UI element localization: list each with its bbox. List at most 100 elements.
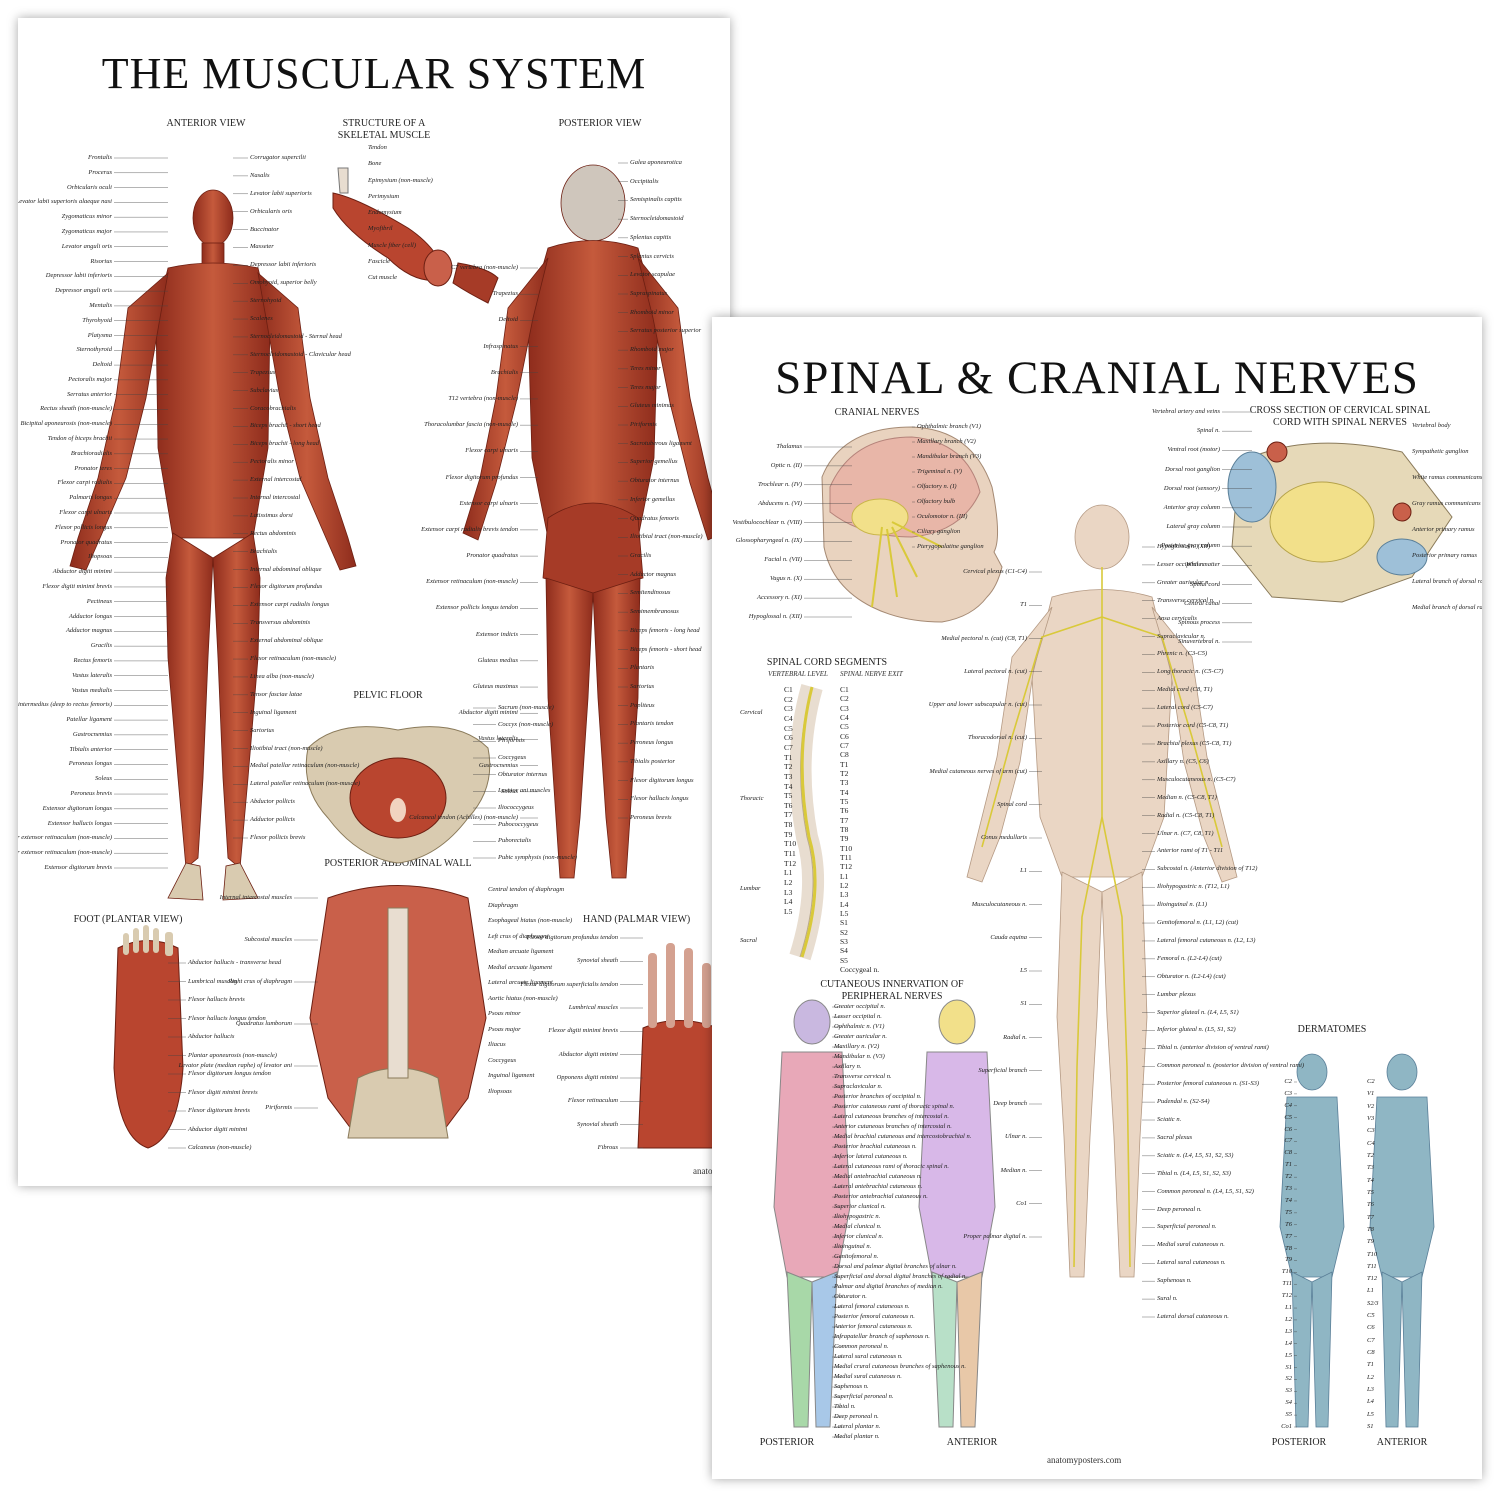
anatomy-label: L1: [1367, 1287, 1374, 1295]
segment-label: S4: [840, 946, 848, 956]
anatomy-label: Abductor digiti minimi: [52, 568, 112, 576]
anatomy-label: Piriformis: [498, 737, 525, 745]
anatomy-label: Inguinal ligament: [250, 708, 297, 716]
anatomy-label: Superior gemellus: [630, 458, 678, 466]
anatomy-label: Cauda equina: [990, 933, 1027, 941]
anatomy-label: V2: [1367, 1102, 1375, 1110]
anatomy-label: Flexor carpi ulnaris: [465, 447, 518, 455]
anatomy-label: Extensor hallucis longus: [47, 819, 112, 827]
muscular-poster-title: THE MUSCULAR SYSTEM: [101, 49, 647, 98]
anatomy-label: Olfactory n. (I): [917, 483, 957, 490]
segment-label: T12: [784, 858, 797, 868]
anatomy-label: T7: [1367, 1213, 1374, 1221]
anatomy-label: Lateral cutaneous branches of intercosta…: [834, 1113, 949, 1120]
anatomy-label: Saphenous n.: [834, 1383, 869, 1390]
segment-label: T5: [840, 797, 849, 806]
anatomy-label: Iliohypogastric n.: [834, 1213, 881, 1220]
anatomy-label: Palmar and digital branches of median n.: [834, 1283, 943, 1290]
anatomy-label: Thyrohyoid: [82, 316, 112, 324]
anatomy-label: C2: [1367, 1078, 1375, 1085]
anatomy-label: Lateral pectoral n. (cut): [964, 667, 1027, 675]
cranial-nerves-heading: CRANIAL NERVES: [834, 407, 920, 418]
segment-label: T11: [840, 853, 852, 862]
anatomy-label: Lateral patellar retinaculum (non-muscle…: [250, 780, 361, 788]
anatomy-label: Gastrocnemius: [72, 730, 112, 738]
anatomy-label: Ciliary ganglion: [917, 528, 961, 535]
anatomy-label: T6: [1285, 1220, 1292, 1228]
anatomy-label: Sternocleidomastoid - Clavicular head: [250, 350, 351, 358]
anatomy-label: C8: [1284, 1149, 1292, 1157]
anatomy-label: Musculocutaneous n. (C5-C7): [1157, 775, 1236, 783]
anatomy-label: Sartorius: [250, 726, 275, 734]
anatomy-label: Thoracolumbar fascia (non-muscle): [424, 421, 518, 429]
anatomy-label: Central tendon of diaphragm: [488, 886, 565, 893]
anatomy-label: Ophthalmic branch (V1): [917, 423, 981, 430]
anatomy-label: S1: [1020, 1000, 1028, 1008]
anatomy-label: Puborectalis: [498, 837, 531, 845]
anatomy-label: Inferior gluteal n. (L5, S1, S2): [1157, 1026, 1236, 1034]
anatomy-label: Sinuvertebral n.: [1178, 638, 1220, 645]
anatomy-label: Medial cutaneous nerves of arm (cut): [929, 767, 1027, 775]
dermatome-posterior-caption: POSTERIOR: [1271, 1437, 1327, 1448]
segment-group-label: Sacral: [740, 937, 757, 944]
anatomy-label: Biceps brachii - long head: [250, 440, 319, 448]
anatomy-label: Splenius capitis: [630, 233, 671, 241]
anatomy-label: Sartorius: [630, 683, 655, 690]
anatomy-label: Extensor digitorum longus: [42, 804, 112, 812]
anatomy-label: Medial brachial cutaneous and intercosto…: [834, 1133, 972, 1140]
anatomy-label: Calcaneal tendon (Achilles) (non-muscle): [409, 814, 518, 821]
anatomy-label: Posterior brachial cutaneous n.: [834, 1143, 917, 1150]
anatomy-label: Subcostal muscles: [244, 936, 292, 943]
anatomy-label: Pubococcygeus: [498, 820, 539, 828]
anatomy-label: Radial n.: [1003, 1033, 1027, 1041]
anatomy-label: S1: [1367, 1423, 1374, 1430]
anatomy-label: Platysma: [87, 331, 112, 339]
segment-label: L2: [784, 878, 793, 888]
segment-label: T8: [840, 825, 849, 834]
anatomy-label: S4: [1285, 1399, 1293, 1407]
anatomy-label: Posterior cord (C5-C8, T1): [1157, 722, 1229, 730]
anatomy-label: T8: [1367, 1225, 1374, 1233]
anatomy-label: Obturator n. (L2-L4) (cut): [1157, 972, 1226, 980]
anatomy-label: T7: [1285, 1232, 1292, 1240]
anatomy-label: Tibial n. (L4, L5, S1, S2, S3): [1157, 1169, 1231, 1177]
anatomy-label: Esophageal hiatus (non-muscle): [488, 917, 573, 924]
anatomy-label: Anterior cutaneous branches of intercost…: [834, 1123, 952, 1130]
muscular-system-poster: THE MUSCULAR SYSTEM ANTERIOR VIEW STRUCT…: [18, 18, 730, 1186]
anatomy-label: Mentalis: [89, 301, 112, 309]
anatomy-label: Axillary n.: [834, 1063, 862, 1070]
anatomy-label: T12 vertebra (non-muscle): [448, 394, 518, 402]
anatomy-label: Ansa cervicalis: [1157, 614, 1197, 622]
segment-group-label: Cervical: [740, 709, 763, 716]
anatomy-label: Piriformis: [630, 421, 657, 428]
anatomy-label: Galea aponeurotica: [630, 159, 682, 166]
anatomy-label: Synovial sheath: [577, 957, 618, 965]
anatomy-label: Flexor pollicis longus: [54, 523, 112, 531]
anatomy-label: Brachialis: [490, 368, 518, 376]
anatomy-label: L5: [1020, 967, 1027, 974]
segment-label: L1: [784, 868, 793, 878]
anatomy-label: Sternohyoid: [250, 297, 282, 305]
anatomy-label: Bone: [368, 160, 382, 168]
anatomy-label: Medial sural cutaneous n.: [834, 1373, 902, 1380]
anatomy-label: Gracilis: [630, 552, 652, 559]
anatomy-label: Posterior femoral cutaneous n. (S1-S3): [1157, 1080, 1260, 1088]
anatomy-label: Tendon: [368, 144, 387, 151]
anatomy-label: Piriformis: [265, 1104, 292, 1111]
foot-heading: FOOT (PLANTAR VIEW): [73, 914, 183, 925]
anatomy-label: External intercostal: [250, 476, 302, 484]
anatomy-label: Rhomboid major: [630, 346, 674, 354]
muscular-footer: anato: [693, 1166, 713, 1176]
pelvic-floor-illustration: [305, 726, 491, 864]
anatomy-label: Posterior gray column: [1161, 542, 1220, 550]
segment-label: T9: [840, 834, 849, 844]
anatomy-label: Saphenous n.: [1157, 1277, 1192, 1285]
segment-label: T7: [784, 810, 793, 820]
anatomy-label: Supraclavicular n.: [1157, 632, 1206, 640]
segment-label: T6: [840, 806, 849, 816]
anatomy-label: L2: [1367, 1373, 1374, 1381]
anatomy-label: T6: [1367, 1201, 1374, 1209]
anatomy-label: Plantaris tendon: [630, 720, 674, 728]
anatomy-label: Abductor digiti minimi: [558, 1050, 618, 1058]
anatomy-label: Rectus abdominis: [250, 529, 297, 537]
